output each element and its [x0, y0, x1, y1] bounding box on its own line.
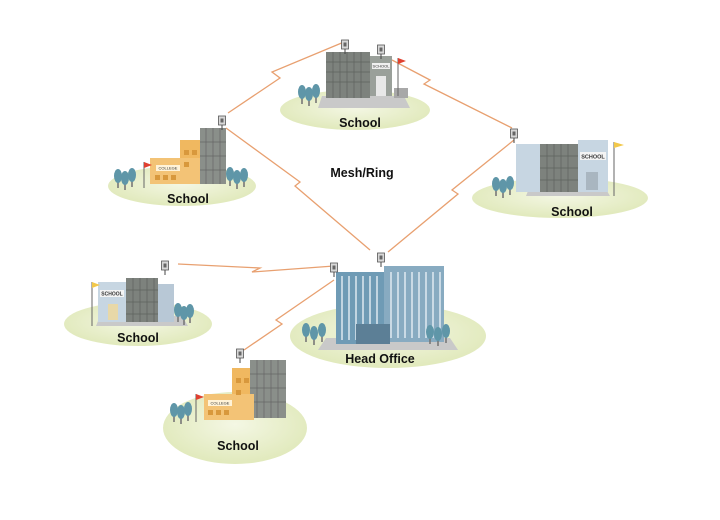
link-college-to-head-office — [225, 127, 371, 251]
site-label-right-school: School — [551, 205, 593, 219]
building-sign: COLLEGE — [159, 166, 178, 171]
site-west-school: SCHOOL — [64, 260, 212, 346]
school-building — [326, 52, 370, 98]
site-head-office — [290, 252, 486, 368]
radio-antenna — [510, 128, 518, 144]
link-right-school-to-head-office — [387, 139, 515, 253]
site-top-school: SCHOOL — [280, 39, 430, 130]
link-west-school-to-head-office — [177, 263, 335, 273]
flag — [196, 394, 204, 400]
site-label-bottom-college: School — [217, 439, 259, 453]
flag — [92, 282, 100, 288]
site-label-left-college: School — [167, 192, 209, 206]
site-label-west-school: School — [117, 331, 159, 345]
wireless-links — [177, 41, 515, 351]
radio-antenna — [377, 252, 385, 268]
building-sign: COLLEGE — [211, 401, 230, 406]
site-bottom-college: COLLEGE — [163, 348, 307, 464]
link-bottom-college-to-head-office — [243, 279, 335, 351]
topology-label: Mesh/Ring — [330, 166, 394, 180]
site-right-school: SCHOOL — [472, 128, 648, 218]
radio-antenna — [236, 348, 244, 364]
radio-antenna — [218, 115, 226, 131]
building-sign: SCHOOL — [373, 64, 391, 69]
site-label-top-school: School — [339, 116, 381, 130]
link-top-school-to-right-school — [391, 59, 513, 129]
site-left-college: COLLEGE — [108, 115, 256, 206]
site-label-head-office: Head Office — [345, 352, 415, 366]
flag — [398, 58, 406, 64]
radio-antenna — [161, 260, 169, 276]
flag — [144, 162, 152, 168]
flag — [614, 142, 624, 148]
link-college-to-top-school — [227, 41, 345, 114]
radio-antenna — [341, 39, 349, 55]
building-sign: SCHOOL — [101, 292, 122, 298]
building-sign: SCHOOL — [581, 155, 605, 161]
